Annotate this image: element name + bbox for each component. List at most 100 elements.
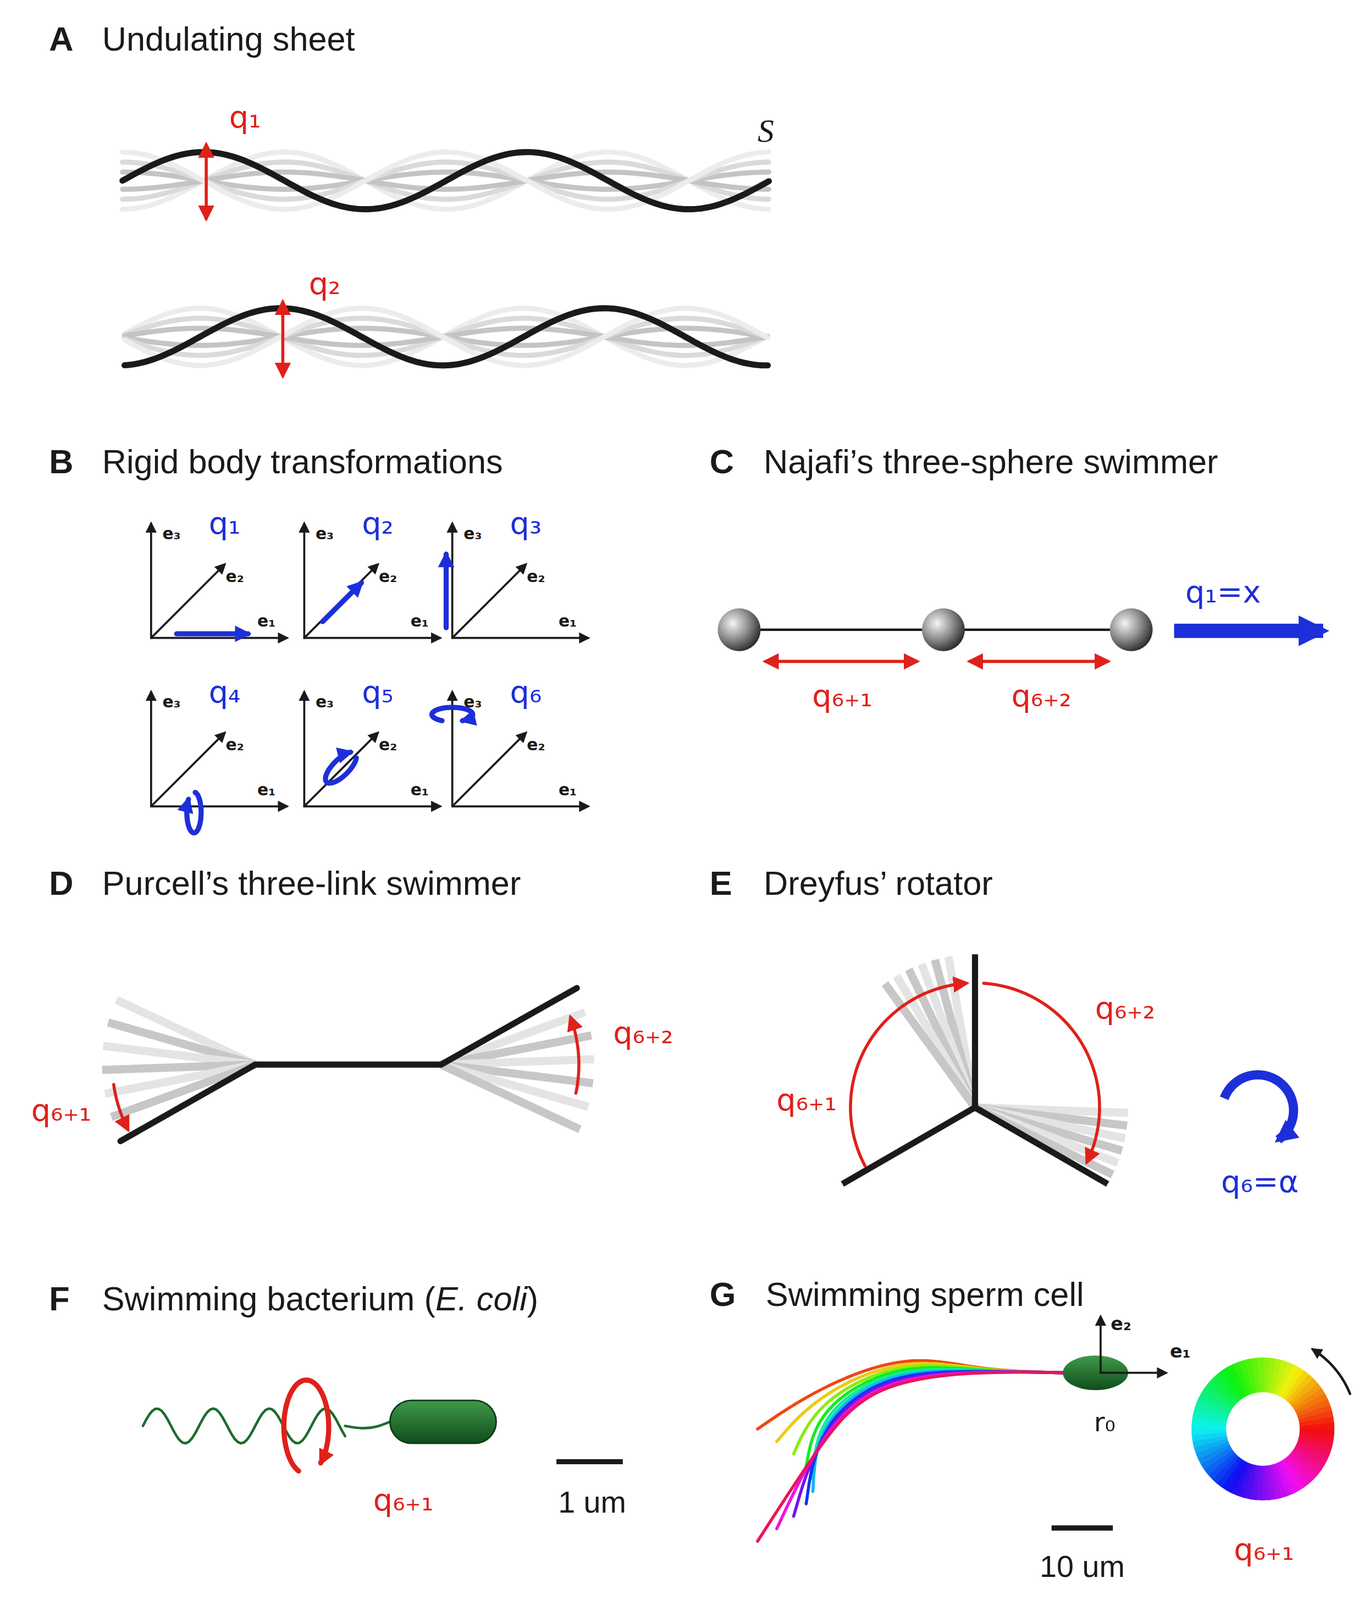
translation-arrow — [176, 631, 248, 637]
coordinate-label: q₆₊₁ — [31, 1095, 92, 1127]
axis — [150, 523, 153, 639]
scale-label: 1 um — [558, 1487, 627, 1519]
species-name: E. coli — [435, 1279, 528, 1318]
coordinate-label: q₆₊₂ — [1011, 681, 1071, 712]
panel-title: Undulating sheet — [102, 21, 356, 56]
phase-wheel — [1262, 1465, 1270, 1501]
flagellum-trace — [813, 1371, 1068, 1493]
surface-label: S — [757, 114, 775, 147]
axis-label: e₂ — [1110, 1315, 1131, 1334]
axis — [150, 692, 153, 807]
axis — [304, 732, 378, 807]
panel-title: Rigid body transformations — [102, 444, 504, 479]
sheet-ghost — [122, 152, 770, 210]
axis-label: e₂ — [225, 568, 245, 585]
length-arrow — [765, 660, 918, 664]
flagellum-trace — [757, 1372, 1068, 1542]
axis — [151, 637, 287, 640]
axis-label: e₃ — [315, 694, 334, 711]
axis — [452, 805, 589, 808]
scale-label: 10 um — [1039, 1552, 1125, 1583]
translation-arrow — [443, 554, 449, 628]
phase-wheel — [1299, 1423, 1335, 1431]
ghost-link — [885, 984, 976, 1108]
axis-label: e₃ — [162, 525, 181, 543]
coordinate-label: q₆₊₂ — [613, 1017, 673, 1049]
panel-letter: D — [48, 866, 74, 900]
flagellar-hook — [345, 1421, 392, 1429]
axis — [304, 564, 378, 639]
coordinate-label: q₁=x — [1185, 576, 1261, 608]
phase-wheel — [1191, 1428, 1227, 1436]
sheet-ghost — [124, 308, 769, 366]
flagellum — [142, 1409, 346, 1444]
axis-label: e₁ — [1169, 1342, 1191, 1361]
flagellum-trace — [805, 1371, 1067, 1505]
axis — [452, 732, 527, 807]
angle-arrow — [983, 983, 1100, 1163]
length-arrow — [969, 660, 1108, 664]
point-label: r₀ — [1094, 1409, 1116, 1436]
rotation-arrow — [1224, 1074, 1294, 1140]
coordinate-label: q₆₊₁ — [1233, 1534, 1294, 1566]
coordinate-label: q₆=α — [1221, 1167, 1299, 1198]
axis-label: e₁ — [558, 781, 577, 799]
rotator-arm — [842, 1107, 975, 1185]
panel-title-line: Swimming bacterium (E. coli) — [102, 1282, 539, 1316]
panel-title: Dreyfus’ rotator — [763, 866, 993, 900]
coordinate-label: q₆ — [510, 676, 543, 708]
panel-letter: E — [709, 866, 733, 900]
phase-arrow — [1312, 1349, 1351, 1395]
axis — [452, 564, 527, 639]
coordinate-label: q₁ — [229, 102, 262, 134]
axis-label: e₃ — [315, 525, 334, 543]
axis-label: e₁ — [410, 781, 429, 799]
axis — [451, 523, 454, 639]
rotation-arrow — [325, 752, 357, 783]
rotation-arrow — [186, 792, 202, 834]
angle-arrow — [113, 1084, 129, 1130]
panel-letter: F — [48, 1282, 70, 1316]
axis-label: e₃ — [463, 694, 482, 711]
coordinate-label: q₆₊₁ — [373, 1485, 434, 1517]
sphere — [717, 608, 761, 652]
axis-label: e₁ — [410, 613, 429, 631]
coordinate-label: q₂ — [361, 508, 394, 540]
scale-bar — [1051, 1525, 1113, 1531]
panel-title: Najafi’s three-sphere swimmer — [763, 444, 1218, 479]
axis-label: e₁ — [257, 613, 276, 631]
coordinate-label: q₆₊₁ — [776, 1085, 837, 1117]
coordinate-label: q₆₊₁ — [812, 681, 872, 712]
axis-label: e₂ — [378, 737, 397, 754]
panel-letter: A — [48, 21, 74, 56]
axis — [1100, 1372, 1167, 1375]
axis — [304, 805, 440, 808]
angle-arrow — [850, 983, 967, 1167]
sphere — [1110, 608, 1153, 652]
rotator-arm — [972, 954, 979, 1108]
coordinate-label: q₃ — [510, 508, 543, 540]
ghost-link — [111, 1064, 256, 1118]
panel-letter: C — [709, 444, 734, 479]
coordinate-label: q₄ — [208, 676, 241, 708]
panel-title: Purcell’s three-link swimmer — [102, 866, 522, 900]
mode-arrow — [281, 302, 285, 377]
undulating-sheet — [122, 152, 770, 210]
swim-arrow — [1174, 623, 1324, 639]
panel-title: ) — [527, 1279, 539, 1318]
rotator-arm — [974, 1107, 1108, 1185]
coordinate-label: q₂ — [308, 268, 341, 300]
axis — [303, 692, 306, 807]
translation-arrow — [322, 582, 362, 622]
axis-label: e₃ — [463, 525, 482, 543]
rotation-arrow — [283, 1380, 329, 1472]
angle-arrow — [570, 1017, 579, 1094]
cell-body — [389, 1400, 496, 1444]
axis-label: e₂ — [526, 568, 545, 585]
sheet-ghost — [122, 152, 770, 210]
panel-letter: G — [709, 1277, 737, 1312]
axis-label: e₂ — [225, 737, 245, 754]
axis-label: e₁ — [558, 613, 577, 631]
